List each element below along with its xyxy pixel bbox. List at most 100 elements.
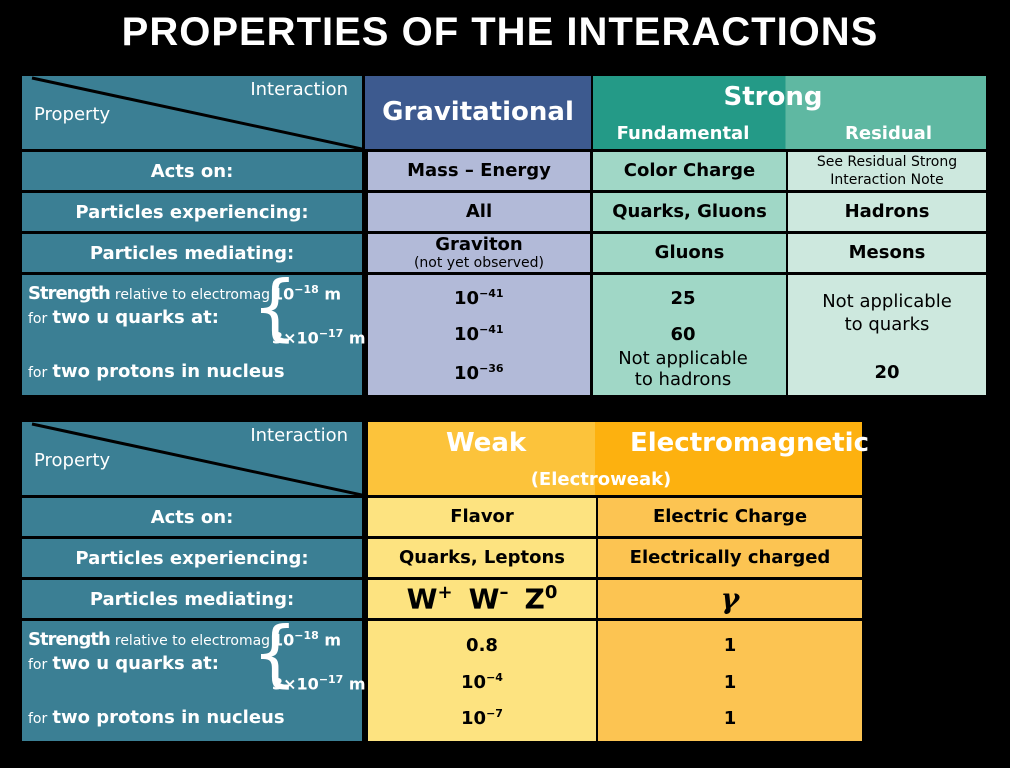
for-word: for [28,365,48,381]
dist1-exp: −18 [294,283,319,296]
resid-na-line2: to quarks [844,314,930,335]
two-u-quarks: two u quarks at: [52,307,219,328]
two-u-quarks: two u quarks at: [52,653,219,674]
fund-strength-2: 60 [670,324,696,345]
two-protons: two protons in nucleus [52,361,285,382]
protons-line: for two protons in nucleus [28,361,285,382]
dist2-prefix: 3×10 [272,328,319,348]
resid-experiencing: Hadrons [788,193,986,231]
row-label-acts-on: Acts on: [22,498,362,536]
em-strength: 1 1 1 [598,621,862,741]
weak2-base: 10 [461,672,487,693]
dist2-exp: −17 [318,327,344,340]
resid-strength: Not applicable to quarks 20 [788,275,986,395]
electroweak-label: (Electroweak) [530,469,672,490]
interaction-label: Interaction [250,425,348,446]
weak-label: Weak [446,428,527,458]
graviton-note: (not yet observed) [413,255,545,271]
distance-2: 3×10−17 m [272,673,366,693]
strength-word: Strength [28,283,111,304]
fund-strength-1: 25 [670,288,696,309]
distance-2: 3×10−17 m [272,327,366,347]
brace: { [252,265,298,349]
em-label: Electromagnetic [630,428,869,458]
weak3-base: 10 [461,708,487,729]
strong-header: Strong Fundamental Residual [593,76,986,149]
dist2-unit: m [348,328,366,348]
dist1-base: 10 [272,630,295,650]
fundamental-label: Fundamental [616,123,750,144]
property-label: Property [34,450,111,471]
resid-acts-on-line2: Interaction Note [830,172,944,188]
grav3-base: 10 [454,363,480,384]
row-label-acts-on: Acts on: [22,152,362,190]
u-quarks-line: for two u quarks at: [28,307,219,328]
weak-strength-3: 10−7 [368,707,596,729]
em-strength-2: 1 [723,672,737,693]
page-title: PROPERTIES OF THE INTERACTIONS [121,10,879,54]
row-label-strength: Strength relative to electromag for two … [22,617,366,741]
em-strength-1: 1 [723,635,737,656]
fund3-line2: to hadrons [634,369,732,390]
relative-text: relative to electromag [114,633,271,649]
resid-strength-3: 20 [874,362,900,383]
em-experiencing: Electrically charged [598,539,862,577]
electroweak-header: Weak Electromagnetic (Electroweak) [368,422,869,495]
resid-acts-on-line1: See Residual Strong [816,154,958,170]
corner-header: Interaction Property [22,422,362,495]
strong-label: Strong [723,82,823,112]
interaction-label: Interaction [250,79,348,100]
grav2-exp: −41 [479,323,504,336]
strength-line: Strength relative to electromag [28,629,270,650]
weak3-exp: −7 [486,707,503,720]
row-label-mediating: Particles mediating: [22,234,362,272]
em-acts-on: Electric Charge [598,498,862,536]
resid-mediating: Mesons [788,234,986,272]
two-protons: two protons in nucleus [52,707,285,728]
weak-acts-on: Flavor [368,498,596,536]
for-word: for [28,657,48,673]
w-minus: W– [468,581,509,616]
for-word: for [28,311,48,327]
distance-1: 10−18 m [272,283,341,303]
dist1-exp: −18 [294,629,319,642]
graviton-text: Graviton [435,234,523,255]
weak-strength-1: 0.8 [466,635,498,656]
grav-strength-3: 10−36 [454,362,504,384]
row-label-experiencing: Particles experiencing: [22,193,362,231]
weak-experiencing: Quarks, Leptons [368,539,596,577]
weak-mediating: W+ W– Z0 [368,580,596,618]
resid-na-line1: Not applicable [822,291,952,312]
fund-strength-3: Not applicable to hadrons [593,348,773,390]
property-label: Property [34,104,111,125]
grav-experiencing: All [368,193,590,231]
u-quarks-line: for two u quarks at: [28,653,219,674]
grav-strength-1: 10−41 [454,287,504,309]
dist1-unit: m [324,284,342,304]
row-label-experiencing: Particles experiencing: [22,539,362,577]
row-label-mediating: Particles mediating: [22,580,362,618]
weak-strength: 0.8 10−4 10−7 [368,621,596,741]
strength-word: Strength [28,629,111,650]
grav-strength-2: 10−41 [454,323,504,345]
em-strength-3: 1 [723,708,737,729]
gravitational-header: Gravitational [365,76,591,149]
dist2-unit: m [348,674,366,694]
grav1-exp: −41 [479,287,504,300]
em-mediating: γ [598,580,862,618]
for-word: for [28,711,48,727]
fund-acts-on: Color Charge [593,152,786,190]
residual-label: Residual [845,123,932,144]
strength-line: Strength relative to electromag [28,283,270,304]
dist2-prefix: 3×10 [272,674,319,694]
grav-strength: 10−41 10−41 10−36 [368,275,590,395]
fund-experiencing: Quarks, Gluons [593,193,786,231]
row-label-strength: Strength relative to electromag for two … [22,271,366,395]
relative-text: relative to electromag [114,287,271,303]
grav-acts-on: Mass – Energy [368,152,590,190]
grav2-base: 10 [454,324,480,345]
weak-strength-2: 10−4 [368,671,596,693]
z-boson: Z0 [524,581,558,616]
dist2-exp: −17 [318,673,344,686]
brace: { [252,611,298,695]
